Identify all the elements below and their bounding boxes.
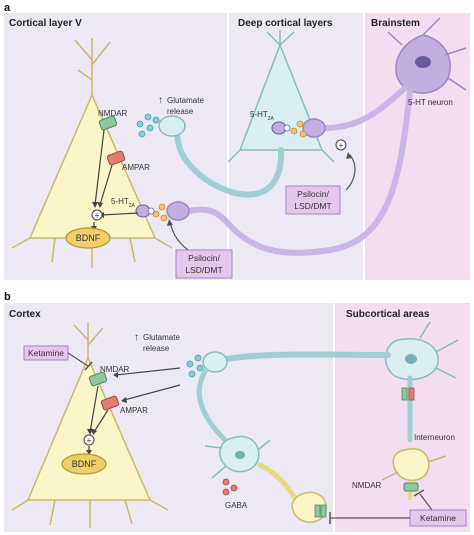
- region-brainstem: Brainstem: [371, 18, 420, 29]
- region-cortical-layer-v: Cortical layer V: [9, 18, 82, 29]
- glutamate-vesicles-a: [136, 113, 160, 138]
- 5ht-axon-to-layer-v: [179, 89, 413, 256]
- 5ht-terminal-deep: [302, 118, 326, 138]
- 5ht2a-receptor-layer-v: [135, 204, 155, 218]
- nmdar-label-b-cortex: NMDAR: [100, 365, 130, 374]
- bdnf-label-b: BDNF: [72, 459, 97, 469]
- psilocin-text-layer-v-2: LSD/DMT: [185, 265, 222, 275]
- plus-node-b: [83, 434, 95, 446]
- plus-sign-deep: +: [339, 141, 344, 150]
- psilocin-arrowhead-layer-v: [167, 219, 173, 226]
- glutamate-axon: [172, 122, 285, 198]
- release-label-a: release: [167, 107, 194, 116]
- release-label-b: release: [143, 344, 170, 353]
- nmdar-label-b-interneuron: NMDAR: [352, 481, 382, 490]
- glutamate-collateral-b: [196, 367, 228, 443]
- glutamate-label-b: Glutamate: [143, 333, 180, 342]
- glutamate-label-a: Glutamate: [167, 96, 204, 105]
- interneuron-label: Interneuron: [414, 433, 455, 442]
- psilocin-text-layer-v-1: Psilocin/: [188, 253, 220, 263]
- ampar-label-a: AMPAR: [122, 163, 150, 172]
- ketamine-inhibit-bar-cortex: [84, 361, 93, 371]
- region-deep-cortical-layers: Deep cortical layers: [238, 18, 333, 29]
- nmdar-receptor-b-interneuron: [403, 482, 419, 492]
- subcortical-neuron-nucleus: [405, 354, 417, 364]
- bdnf-label-a: BDNF: [76, 233, 101, 243]
- cortical-interneuron: [204, 435, 271, 479]
- glutamate-terminal-b: [202, 351, 228, 373]
- glutamate-axon-b: [219, 351, 391, 363]
- panel-b-subcortical-background: [334, 303, 470, 532]
- 5ht-neuron-nucleus: [415, 56, 431, 68]
- psilocin-text-deep-1: Psilocin/: [297, 189, 329, 199]
- ketamine-label-subcortical: Ketamine: [420, 513, 456, 523]
- subcortical-interneuron: [381, 448, 447, 482]
- brainstem-5ht-neuron: [387, 17, 467, 94]
- glutamate-terminal: [158, 115, 186, 137]
- subcortical-glutamate-neuron: [384, 321, 459, 381]
- ketamine-label-cortex: Ketamine: [28, 348, 64, 358]
- region-subcortical-areas: Subcortical areas: [346, 309, 430, 320]
- 5ht2a-label-deep: 5-HT2A: [250, 110, 275, 122]
- gaba-label: GABA: [225, 501, 248, 510]
- subcortical-synapse-receptors: [401, 387, 415, 401]
- psilocin-box-layer-v: Psilocin/ LSD/DMT: [175, 249, 233, 279]
- nmdar-label-a: NMDAR: [98, 109, 128, 118]
- signal-arrows-a: [93, 129, 139, 229]
- 5ht-axon-to-deep-cortex: [315, 85, 408, 132]
- ampar-label-b: AMPAR: [120, 406, 148, 415]
- ketamine-inhibit-bar-nmdar: [413, 489, 425, 497]
- gaba-receptor-synapse: [314, 504, 327, 518]
- 5ht-neuron-label: 5-HT neuron: [408, 98, 453, 107]
- ampar-receptor-b: [100, 395, 120, 411]
- signal-arrowheads-b: [86, 372, 127, 455]
- gaba-vesicles: [222, 478, 238, 496]
- plus-sign-a: +: [95, 211, 100, 220]
- ketamine-box-subcortical: Ketamine: [409, 509, 467, 527]
- 5ht2a-receptor-deep: [271, 121, 291, 135]
- plus-node-deep: [335, 139, 347, 151]
- region-cortex: Cortex: [9, 309, 41, 320]
- psilocin-text-deep-2: LSD/DMT: [294, 201, 331, 211]
- nmdar-receptor-a: [98, 115, 118, 131]
- bdnf-blob-b: [61, 453, 107, 475]
- panel-b-letter: b: [4, 291, 11, 303]
- plus-sign-b: +: [87, 436, 92, 445]
- psilocin-arrowhead-deep: [346, 152, 352, 159]
- 5ht2a-label-layer-v: 5-HT2A: [111, 197, 136, 209]
- ketamine-inhibit-line-nmdar: [419, 493, 433, 511]
- 5ht-terminal-layer-v: [166, 201, 190, 221]
- plus-node-a: [91, 209, 103, 221]
- signal-arrows-b: [88, 367, 181, 452]
- nmdar-receptor-b-cortex: [88, 371, 108, 387]
- ampar-receptor-a: [106, 150, 126, 166]
- ketamine-inhibit-line-cortex: [67, 352, 89, 367]
- psilocin-box-deep: Psilocin/ LSD/DMT: [285, 185, 341, 215]
- bdnf-blob-a: [65, 227, 111, 249]
- glutamate-up-arrow-a: ↑: [158, 95, 163, 106]
- cortical-interneuron-nucleus: [235, 451, 245, 459]
- glutamate-vesicles-b: [186, 354, 204, 378]
- glutamate-up-arrow-b: ↑: [134, 332, 139, 343]
- panel-a-letter: a: [4, 2, 11, 14]
- layer-v-pyramidal-neuron: [11, 38, 173, 268]
- serotonin-vesicles-layer-v: [152, 203, 168, 222]
- serotonin-vesicles-deep: [290, 120, 307, 138]
- ketamine-box-cortex: Ketamine: [23, 345, 69, 361]
